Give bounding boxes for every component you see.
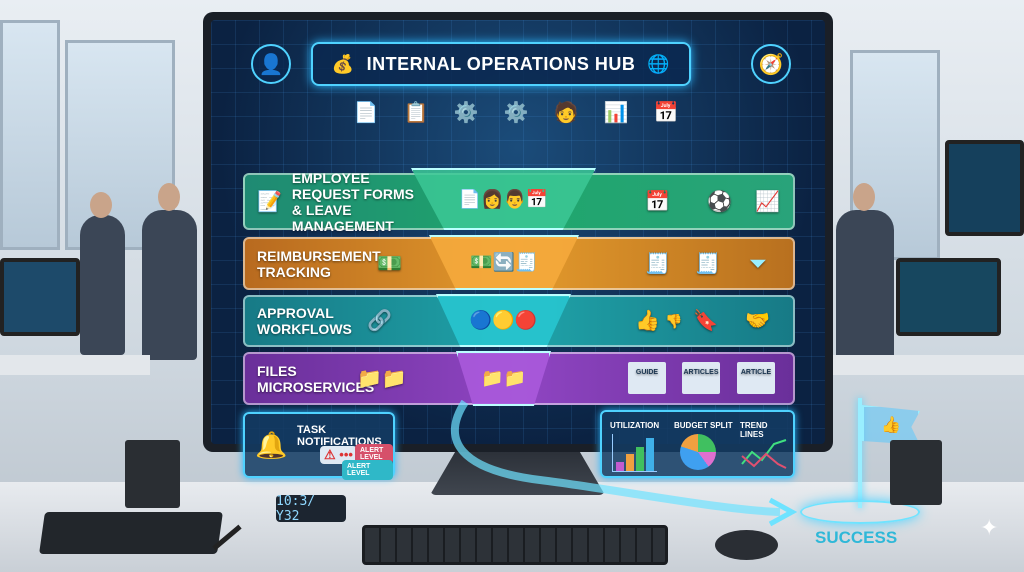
calendar-icon: 📅 bbox=[645, 190, 670, 213]
chart-bar bbox=[636, 446, 644, 471]
growth-chart-icon: 📈 bbox=[755, 190, 780, 213]
background-desk bbox=[830, 355, 1024, 375]
receipt-icon: 🧾 bbox=[695, 252, 720, 275]
background-person-head bbox=[853, 183, 875, 211]
trend-lines-chart bbox=[741, 439, 787, 469]
document-icon: 📄 bbox=[353, 102, 379, 124]
office-window bbox=[65, 40, 175, 250]
background-person bbox=[142, 210, 197, 360]
folders-icon: 📁📁 bbox=[357, 367, 407, 390]
thumbs-down-icon: 👎 bbox=[665, 313, 683, 329]
workflow-icon: 🔵🟡🔴 bbox=[469, 310, 538, 330]
calendar-icon: 📅 bbox=[653, 102, 679, 124]
cash-icon: 💵 bbox=[377, 252, 402, 275]
band-label: FILES MICROSERVICES bbox=[257, 362, 375, 395]
funnel-stage-2: 💵🔄🧾 bbox=[429, 235, 579, 290]
chart-bar bbox=[626, 454, 634, 471]
stamp-icon: 🔖 bbox=[693, 310, 718, 332]
funnel-icon: ⏷ bbox=[750, 252, 766, 275]
background-monitor bbox=[0, 258, 80, 336]
alert-level-badge: ALERT LEVEL bbox=[342, 460, 393, 480]
receipt-icon: 🧾 bbox=[645, 252, 670, 275]
background-desk bbox=[0, 355, 150, 375]
budget-split-label: BUDGET SPLIT bbox=[674, 421, 733, 430]
thumbs-up-icon: 👍 bbox=[635, 310, 660, 332]
background-wall-screen bbox=[945, 140, 1024, 236]
floating-icons: 📄 📋 ⚙️ ⚙️ 🧑 📊 📅 bbox=[341, 100, 691, 125]
people-icon: 📄👩👨📅 bbox=[458, 188, 549, 209]
office-window bbox=[0, 20, 60, 250]
success-flag-pole bbox=[858, 398, 862, 508]
monitor: 👤 🧭 💰 INTERNAL OPERATIONS HUB 🌐 📄 📋 ⚙️ ⚙️ 🧑 📊… bbox=[203, 12, 833, 452]
band-label: REIMBURSEMENT TRACKING bbox=[257, 247, 381, 280]
pie-chart-icon: 📊 bbox=[603, 102, 629, 124]
pencil-holder bbox=[890, 440, 942, 505]
background-person bbox=[836, 210, 894, 360]
form-pencil-icon: 📝 bbox=[257, 190, 282, 213]
success-flag: 👍 bbox=[862, 405, 920, 445]
funnel-stage-4: 📁📁 bbox=[456, 351, 551, 406]
chart-bar bbox=[646, 438, 654, 471]
hub-header: 💰 INTERNAL OPERATIONS HUB 🌐 bbox=[311, 42, 691, 86]
compass-icon: 🧭 bbox=[751, 44, 791, 84]
funnel-stage-3: 🔵🟡🔴 bbox=[436, 294, 571, 347]
task-notifications-panel[interactable]: 🔔 TASK NOTIFICATIONS ⚠ ••• ALERT LEVEL A… bbox=[243, 412, 395, 480]
utilization-label: UTILIZATION bbox=[610, 421, 660, 430]
mouse[interactable] bbox=[715, 530, 778, 560]
doc-articles: ARTICLES bbox=[682, 362, 720, 394]
doc-article: ARTICLE bbox=[737, 362, 775, 394]
background-person bbox=[80, 215, 125, 355]
globe-icon: 🌐 bbox=[647, 53, 671, 74]
pencil-holder bbox=[125, 440, 180, 508]
bell-icon: 🔔 bbox=[255, 430, 288, 460]
folder-icon: 📁📁 bbox=[481, 368, 526, 388]
hub-title: INTERNAL OPERATIONS HUB bbox=[366, 53, 636, 74]
analytics-panel[interactable]: UTILIZATION BUDGET SPLIT TREND LINES bbox=[600, 410, 795, 478]
money-icon: 💵🔄🧾 bbox=[470, 252, 538, 272]
budget-pie-chart bbox=[680, 434, 716, 470]
background-person-head bbox=[90, 192, 112, 218]
user-icon: 👤 bbox=[251, 44, 291, 84]
clipboard-icon: 📋 bbox=[403, 102, 429, 124]
band-label: EMPLOYEE REQUEST FORMS & LEAVE MANAGEMEN… bbox=[291, 169, 415, 234]
person-icon: 🧑 bbox=[553, 102, 579, 124]
gear-icon: ⚙️ bbox=[453, 102, 479, 124]
trend-lines-label: TREND LINES bbox=[740, 421, 768, 439]
monitor-screen: 👤 🧭 💰 INTERNAL OPERATIONS HUB 🌐 📄 📋 ⚙️ ⚙️ 🧑 📊… bbox=[211, 20, 825, 444]
digital-clock: 10:3/ Y32 bbox=[276, 494, 346, 524]
background-person-head bbox=[158, 183, 180, 211]
success-label: SUCCESS bbox=[815, 528, 898, 547]
sparkle-icon: ✦ bbox=[980, 515, 999, 540]
background-monitor bbox=[896, 258, 1001, 336]
utilization-bar-chart bbox=[612, 434, 657, 472]
notebook bbox=[39, 512, 223, 554]
node-graph-icon: 🔗 bbox=[367, 310, 392, 332]
funnel-stage-1: 📄👩👨📅 bbox=[411, 168, 596, 230]
chart-bar bbox=[616, 461, 624, 471]
warning-chat-icon: ⚠ ••• bbox=[320, 446, 357, 464]
band-label: APPROVAL WORKFLOWS bbox=[257, 305, 352, 337]
keyboard[interactable] bbox=[362, 525, 668, 565]
beach-ball-icon: ⚽ bbox=[707, 190, 732, 213]
alert-level-badge: ALERT LEVEL bbox=[355, 444, 393, 464]
thumbs-up-icon: 👍 bbox=[881, 417, 901, 434]
doc-guide: GUIDE bbox=[628, 362, 666, 394]
money-bag-icon: 💰 bbox=[331, 53, 355, 74]
success-glow-ring bbox=[800, 500, 920, 524]
handshake-icon: 🤝 bbox=[745, 310, 770, 332]
gear-icon: ⚙️ bbox=[503, 102, 529, 124]
success-path-arrow bbox=[451, 400, 798, 527]
